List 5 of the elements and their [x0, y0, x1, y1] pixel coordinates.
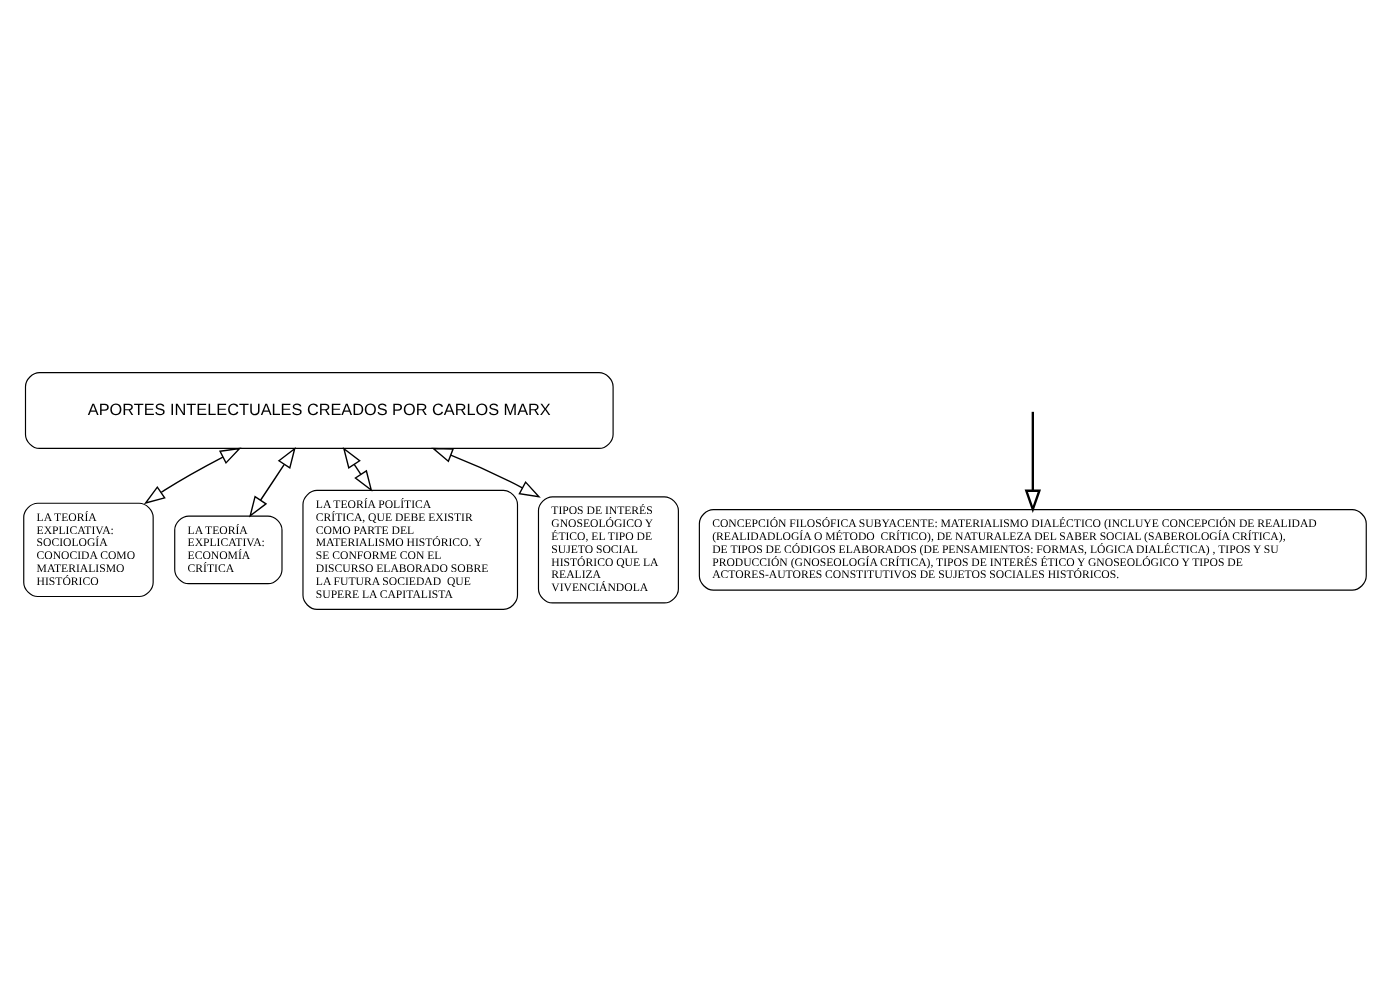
arrow [1024, 411, 1041, 513]
arrow [143, 447, 242, 505]
arrow [342, 447, 373, 492]
arrow [431, 447, 541, 498]
arrow [249, 447, 296, 518]
